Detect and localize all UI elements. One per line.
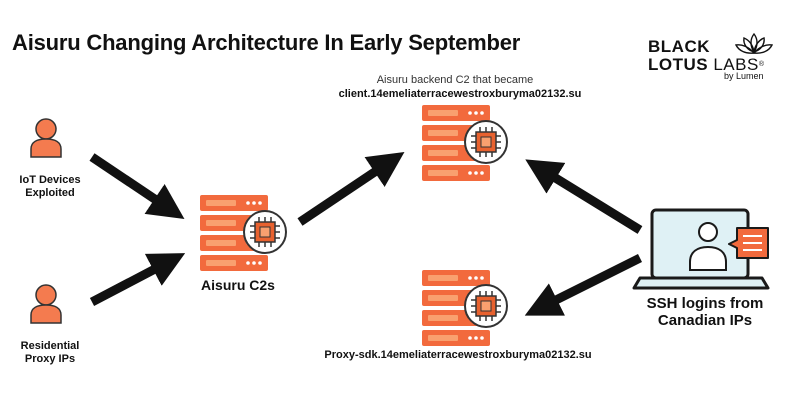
logo-registered: ®: [758, 61, 765, 68]
logo-line1: BLACK: [648, 37, 710, 56]
arrow-ssh-to-proxy-sdk: [524, 253, 643, 316]
ssh-label-line2: Canadian IPs: [657, 312, 753, 329]
iot-label-line1: IoT Devices: [19, 174, 81, 186]
arrow-c2-to-backend: [297, 151, 405, 226]
arrow-iot-to-c2: [89, 153, 185, 220]
lotus-icon: [734, 32, 774, 54]
residential-person-icon: [30, 284, 62, 324]
black-lotus-labs-logo: BLACK LOTUS LABS® by Lumen: [648, 32, 780, 90]
iot-person-icon: [30, 118, 62, 158]
backend-caption: Aisuru backend C2 that became: [376, 74, 534, 86]
arrow-residential-to-c2: [89, 253, 186, 306]
c2-label: Aisuru C2s: [201, 277, 275, 293]
iot-label-line2: Exploited: [25, 187, 75, 199]
residential-label-line1: Residential: [20, 340, 80, 352]
diagram-title: Aisuru Changing Architecture In Early Se…: [12, 30, 521, 55]
logo-labs: LABS: [713, 55, 759, 74]
arrow-ssh-to-backend: [525, 159, 643, 234]
laptop-icon: [632, 208, 770, 290]
c2-server-icon: [200, 195, 287, 271]
logo-by-lumen: by Lumen: [724, 71, 764, 81]
chat-bubble-icon: [728, 227, 769, 259]
logo-lotus: LOTUS: [648, 55, 709, 74]
residential-label: Residential Proxy IPs: [2, 340, 98, 366]
ssh-label: SSH logins from Canadian IPs: [630, 295, 780, 329]
residential-label-line2: Proxy IPs: [24, 353, 76, 365]
ssh-label-line1: SSH logins from: [646, 295, 764, 312]
iot-label: IoT Devices Exploited: [2, 174, 98, 200]
proxy-sdk-domain: Proxy-sdk.14emeliaterracewestroxburyma02…: [324, 349, 592, 361]
backend-domain: client.14emeliaterracewestroxburyma02132…: [338, 88, 582, 100]
proxy-sdk-server-icon: [422, 270, 508, 346]
backend-server-icon: [422, 105, 508, 181]
